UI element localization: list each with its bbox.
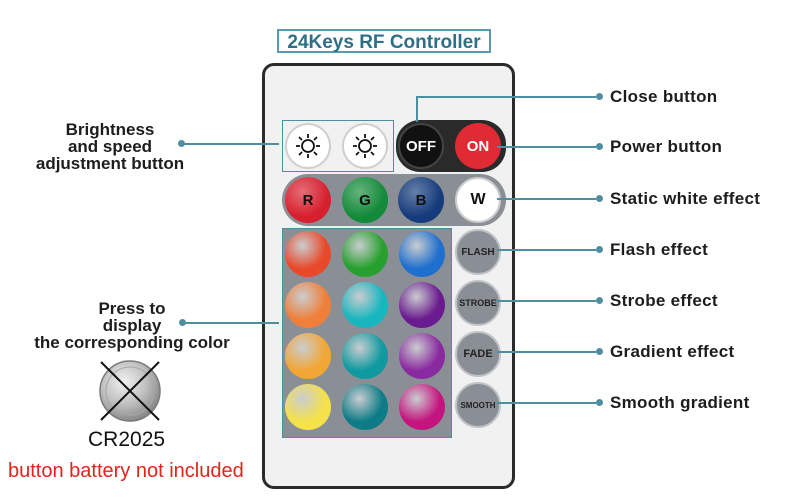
color-button[interactable] [285, 231, 331, 277]
battery-note: button battery not included [8, 460, 244, 482]
power-callout-dot [596, 143, 603, 150]
gradient-callout-dot [596, 348, 603, 355]
strobe-button[interactable]: STROBE [455, 280, 501, 326]
strobe-callout-line [497, 300, 596, 302]
brightness-down-button[interactable] [342, 123, 388, 169]
press-label: Press to display the corresponding color [22, 300, 242, 351]
press-label-line-2: display [102, 316, 162, 335]
strobe-callout-dot [596, 297, 603, 304]
gradient-callout-line [497, 351, 596, 353]
flash-button-label: FLASH [461, 246, 495, 258]
off-button[interactable]: OFF [398, 123, 444, 169]
battery-model: CR2025 [88, 428, 166, 451]
white-callout-dot [596, 195, 603, 202]
static-white-label: Static white effect [610, 189, 761, 208]
green-button[interactable]: G [342, 177, 388, 223]
brightness-label: Brightness and speed adjustment button [30, 121, 190, 172]
press-label-line-3: the corresponding color [34, 333, 230, 352]
brightness-label-line-1: Brightness [65, 120, 155, 139]
coin-battery-icon [99, 360, 161, 422]
brightness-label-line-3: adjustment button [35, 154, 185, 173]
close-callout-vline [416, 96, 418, 122]
smooth-gradient-label: Smooth gradient [610, 393, 750, 412]
fade-button[interactable]: FADE [455, 331, 501, 377]
white-button[interactable]: W [455, 177, 501, 223]
close-callout-hline [416, 96, 596, 98]
red-button-label: R [302, 191, 314, 209]
power-callout-line [497, 146, 596, 148]
smooth-callout-dot [596, 399, 603, 406]
on-button-label: ON [466, 137, 490, 155]
power-button-label: Power button [610, 137, 723, 156]
brightness-callout-dot [178, 140, 185, 147]
white-button-label: W [470, 191, 486, 208]
color-button[interactable] [342, 282, 388, 328]
color-button[interactable] [399, 282, 445, 328]
smooth-callout-line [497, 402, 596, 404]
sun-plus-icon [296, 134, 320, 158]
brightness-callout-line [182, 143, 279, 145]
color-button[interactable] [399, 231, 445, 277]
brightness-up-button[interactable] [285, 123, 331, 169]
brightness-label-line-2: and speed [67, 137, 153, 156]
color-button[interactable] [399, 333, 445, 379]
color-button[interactable] [342, 384, 388, 430]
color-button[interactable] [285, 384, 331, 430]
close-callout-dot [596, 93, 603, 100]
off-button-label: OFF [406, 137, 436, 155]
color-button[interactable] [285, 333, 331, 379]
close-button-label: Close button [610, 87, 718, 106]
color-button[interactable] [399, 384, 445, 430]
sun-minus-icon [353, 134, 377, 158]
strobe-button-label: STROBE [459, 298, 497, 308]
flash-button[interactable]: FLASH [455, 229, 501, 275]
green-button-label: G [359, 191, 371, 209]
press-callout-dot [179, 319, 186, 326]
color-button[interactable] [285, 282, 331, 328]
smooth-button[interactable]: SMOOTH [455, 382, 501, 428]
remote-body: OFF ON R G B W FLASH STROBE FADE SMOOTH [262, 63, 515, 489]
blue-button[interactable]: B [398, 177, 444, 223]
flash-effect-label: Flash effect [610, 240, 709, 259]
on-button[interactable]: ON [455, 123, 501, 169]
gradient-effect-label: Gradient effect [610, 342, 735, 361]
flash-callout-dot [596, 246, 603, 253]
color-button[interactable] [342, 333, 388, 379]
press-label-line-1: Press to [98, 299, 166, 318]
strobe-effect-label: Strobe effect [610, 291, 718, 310]
color-button[interactable] [342, 231, 388, 277]
blue-button-label: B [415, 191, 427, 209]
brightness-group-box [282, 120, 394, 172]
battery-coin [95, 356, 165, 426]
page-title: 24Keys RF Controller [277, 29, 491, 53]
white-callout-line [497, 198, 596, 200]
fade-button-label: FADE [463, 348, 493, 360]
flash-callout-line [497, 249, 596, 251]
red-button[interactable]: R [285, 177, 331, 223]
press-callout-line [183, 322, 279, 324]
smooth-button-label: SMOOTH [460, 400, 496, 410]
